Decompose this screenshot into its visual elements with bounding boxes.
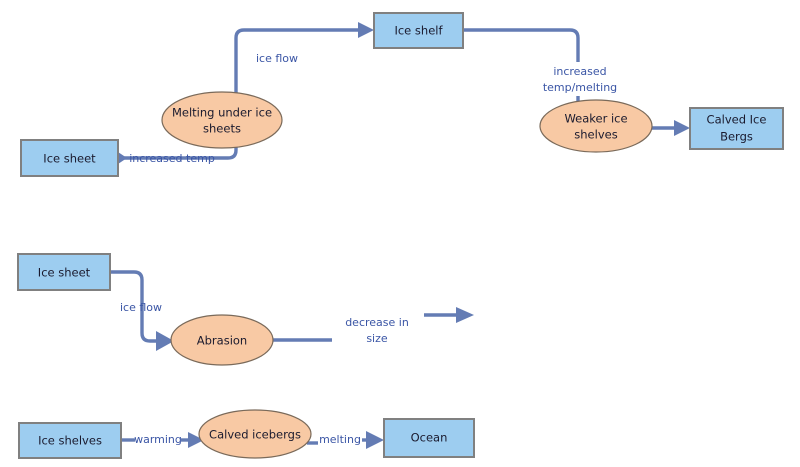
node-ocean-label: Ocean bbox=[411, 431, 448, 445]
node-melting-under-ice-sheets-label-line2: sheets bbox=[203, 122, 241, 136]
edge-label-melting: melting bbox=[319, 433, 361, 446]
node-calved-ice-bergs[interactable]: Calved Ice Bergs bbox=[689, 107, 784, 150]
node-calved-icebergs-label: Calved icebergs bbox=[209, 428, 301, 442]
node-abrasion-label: Abrasion bbox=[197, 334, 247, 348]
node-ice-shelf[interactable]: Ice shelf bbox=[373, 12, 464, 49]
node-calved-ice-bergs-label-line2: Bergs bbox=[720, 130, 753, 144]
node-melting-under-ice-sheets-label-line1: Melting under ice bbox=[172, 106, 272, 120]
node-calved-ice-bergs-shape[interactable] bbox=[689, 107, 784, 150]
edge-label-ice-flow-1: ice flow bbox=[256, 52, 298, 65]
node-melting-under-ice-sheets-shape[interactable] bbox=[161, 91, 283, 149]
edge-label-decrease-in-size-line1: decrease in bbox=[345, 316, 409, 329]
edge-label-warming: warming bbox=[134, 433, 182, 446]
node-weaker-ice-shelves-label-line1: Weaker ice bbox=[564, 112, 627, 126]
node-calved-icebergs[interactable]: Calved icebergs bbox=[198, 409, 312, 459]
node-ice-shelves-shape[interactable] bbox=[18, 422, 122, 459]
connector-melting-to-ice-shelf bbox=[234, 22, 374, 104]
node-ice-shelves[interactable]: Ice shelves bbox=[18, 422, 122, 459]
edge-label-decrease-in-size-line2: size bbox=[366, 332, 388, 345]
node-ice-sheet-2[interactable]: Ice sheet bbox=[17, 253, 111, 291]
node-ice-shelf-label: Ice shelf bbox=[394, 24, 443, 38]
node-ice-sheet-1-label: Ice sheet bbox=[43, 152, 96, 166]
edge-label-increased-temp-melting-line1: increased bbox=[553, 65, 606, 78]
node-weaker-ice-shelves-label-line2: shelves bbox=[574, 128, 617, 142]
connector-ice-sheet-to-melting bbox=[118, 136, 238, 164]
edge-label-ice-flow-2: ice flow bbox=[120, 301, 162, 314]
node-weaker-ice-shelves-shape[interactable] bbox=[539, 99, 653, 153]
node-ice-shelf-shape[interactable] bbox=[373, 12, 464, 49]
node-weaker-ice-shelves[interactable]: Weaker ice shelves bbox=[539, 99, 653, 153]
node-ocean[interactable]: Ocean bbox=[383, 418, 475, 458]
node-ice-sheet-2-shape[interactable] bbox=[17, 253, 111, 291]
edge-label-increased-temp: increased temp bbox=[129, 152, 215, 165]
node-ice-sheet-1[interactable]: Ice sheet bbox=[20, 139, 119, 177]
node-ocean-shape[interactable] bbox=[383, 418, 475, 458]
node-calved-icebergs-shape[interactable] bbox=[198, 409, 312, 459]
connector-weaker-ice-shelves-to-calved-ice-bergs bbox=[652, 120, 690, 136]
node-abrasion[interactable]: Abrasion bbox=[170, 314, 274, 366]
node-abrasion-shape[interactable] bbox=[170, 314, 274, 366]
node-ice-sheet-2-label: Ice sheet bbox=[38, 266, 91, 280]
node-ice-sheet-1-shape[interactable] bbox=[20, 139, 119, 177]
node-ice-shelves-label: Ice shelves bbox=[38, 434, 102, 448]
node-melting-under-ice-sheets[interactable]: Melting under ice sheets bbox=[161, 91, 283, 149]
connector-calved-icebergs-to-ocean bbox=[307, 431, 384, 449]
connector-decrease-in-size-arrow bbox=[424, 307, 474, 323]
connector-ice-sheet-to-abrasion bbox=[110, 270, 174, 351]
connector-ice-shelves-to-calved-icebergs bbox=[121, 432, 204, 448]
node-calved-ice-bergs-label-line1: Calved Ice bbox=[707, 113, 767, 127]
edge-label-increased-temp-melting-line2: temp/melting bbox=[543, 81, 617, 94]
